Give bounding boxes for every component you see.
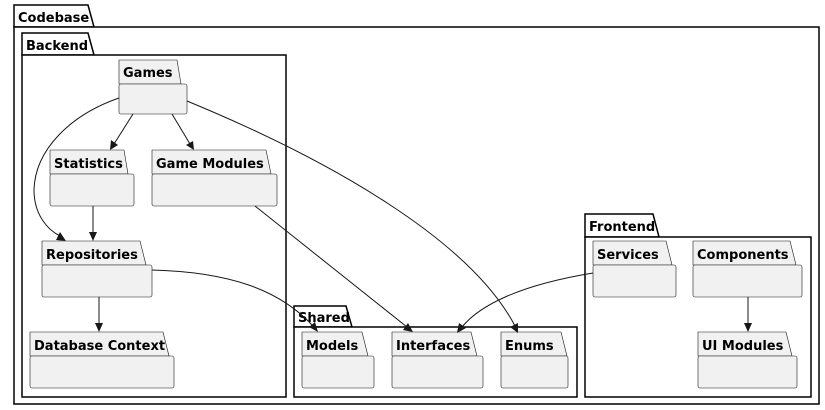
package-ui-modules-label: UI Modules: [702, 339, 784, 354]
package-interfaces: Interfaces: [391, 331, 484, 389]
package-components-label: Components: [697, 248, 789, 263]
package-game-modules: Game Modules: [151, 149, 278, 207]
package-models: Models: [301, 331, 375, 389]
package-repositories-label: Repositories: [46, 248, 138, 263]
package-interfaces-label: Interfaces: [396, 339, 470, 354]
edge-game-modules-interfaces: [254, 205, 413, 332]
package-game-modules-label: Game Modules: [156, 157, 264, 172]
package-services-label: Services: [597, 248, 659, 263]
container-shared-label: Shared: [298, 311, 350, 326]
package-statistics: Statistics: [49, 149, 135, 207]
edge-games-enums: [186, 100, 518, 333]
edge-games-repositories: [33, 97, 120, 241]
container-backend-label: Backend: [26, 39, 88, 54]
container-codebase-label: Codebase: [18, 11, 89, 26]
package-statistics-label: Statistics: [54, 157, 123, 172]
edge-components-ui-modules: [744, 297, 752, 332]
package-repositories: Repositories: [41, 240, 153, 298]
package-ui-modules: UI Modules: [697, 331, 798, 389]
package-enums: Enums: [500, 331, 569, 389]
package-models-label: Models: [306, 339, 358, 354]
container-frontend-label: Frontend: [589, 220, 655, 235]
package-games-label: Games: [123, 66, 173, 81]
edge-repositories-database-context: [95, 297, 103, 332]
edge-games-statistics: [110, 113, 134, 150]
edge-services-interfaces: [457, 272, 594, 333]
package-services: Services: [592, 240, 677, 298]
package-database-context: Database Context: [29, 331, 175, 389]
edge-games-game-modules: [171, 113, 194, 150]
package-games: Games: [118, 59, 188, 115]
edge-statistics-repositories: [89, 206, 97, 241]
package-components: Components: [692, 240, 803, 298]
package-database-context-label: Database Context: [34, 339, 165, 354]
package-enums-label: Enums: [505, 339, 554, 354]
edge-repositories-models: [151, 269, 318, 332]
